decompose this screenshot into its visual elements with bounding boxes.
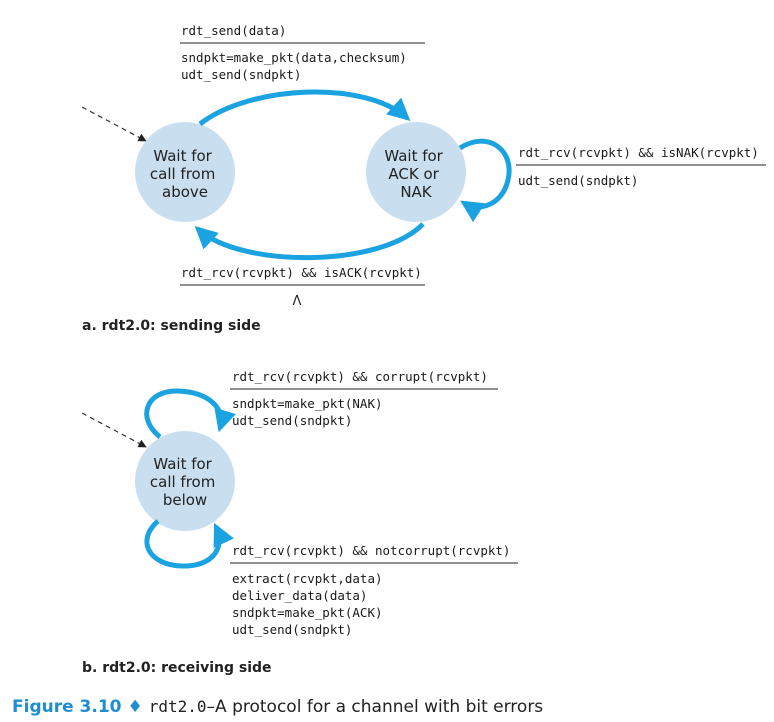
state-label-line: ACK or (388, 165, 439, 183)
state-label-line: Wait for (384, 147, 443, 165)
action-line: udt_send(sndpkt) (518, 173, 638, 188)
diamond-icon: ♦ (127, 697, 143, 717)
transition-arrow-notcorrupt-selfloop (144, 519, 234, 569)
state-wait-call-from-below (135, 431, 235, 531)
subtitle-receiving-side: b. rdt2.0: receiving side (82, 660, 272, 676)
action-line: sndpkt=make_pkt(NAK) (232, 396, 383, 411)
transition-arrow-corrupt-selfloop (144, 388, 236, 439)
state-label-line: call from (150, 165, 215, 183)
state-label-line: below (163, 491, 207, 509)
event-corrupt: rdt_rcv(rcvpkt) && corrupt(rcvpkt) (232, 369, 488, 384)
action-line: udt_send(sndpkt) (232, 413, 352, 428)
event-isack: rdt_rcv(rcvpkt) && isACK(rcvpkt) (181, 265, 422, 280)
action-line: sndpkt=make_pkt(ACK) (232, 605, 383, 620)
svg-text:Wait for call from abo: Wait for call from above (150, 147, 220, 201)
state-wait-for-ack-or-nak (366, 122, 466, 222)
action-line: sndpkt=make_pkt(data,checksum) (181, 50, 407, 65)
caption-text: –A protocol for a channel with bit error… (206, 697, 544, 717)
subtitle-sending-side: a. rdt2.0: sending side (82, 318, 261, 334)
event-rdt-send: rdt_send(data) (181, 23, 286, 38)
figure-number: Figure 3.10 (12, 697, 122, 717)
state-wait-call-from-above (135, 122, 235, 222)
svg-text:Wait for ACK or NAK: Wait for ACK or NAK (384, 147, 447, 201)
event-isnak: rdt_rcv(rcvpkt) && isNAK(rcvpkt) (518, 145, 759, 160)
initial-arrow-sender (81, 106, 147, 142)
state-label-line: above (162, 183, 208, 201)
state-label-line: Wait for (153, 455, 212, 473)
transition-arrow-nak-selfloop (458, 138, 512, 223)
state-label-line: call from (150, 473, 215, 491)
action-line: udt_send(sndpkt) (232, 622, 352, 637)
lambda-action: Λ (293, 294, 302, 309)
svg-text:Wait for call from bel: Wait for call from below (150, 455, 220, 509)
action-line: udt_send(sndpkt) (181, 67, 301, 82)
initial-arrow-receiver (81, 412, 147, 448)
state-label-line: NAK (400, 183, 432, 201)
action-line: extract(rcvpkt,data) (232, 571, 383, 586)
action-line: deliver_data(data) (232, 588, 367, 603)
figure-caption: Figure 3.10♦ rdt2.0–A protocol for a chan… (12, 697, 543, 719)
event-notcorrupt: rdt_rcv(rcvpkt) && notcorrupt(rcvpkt) (232, 543, 510, 558)
caption-code: rdt2.0 (148, 697, 207, 716)
state-label-line: Wait for (153, 147, 212, 165)
transition-arrow-ack (194, 222, 425, 261)
transition-arrow-send (198, 89, 411, 126)
